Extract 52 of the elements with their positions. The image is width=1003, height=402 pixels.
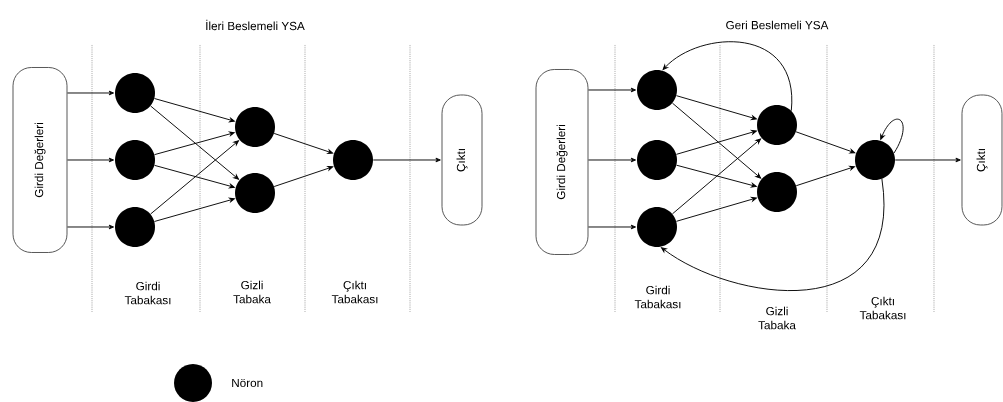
arrow: [154, 197, 235, 222]
input-box: Girdi Değerleri: [12, 67, 68, 253]
arrow: [588, 224, 636, 230]
output-box: Çıktı: [961, 94, 1003, 226]
neuron-circle: [637, 140, 677, 180]
arrow: [67, 90, 115, 96]
arrow: [154, 98, 235, 123]
arrow: [273, 166, 334, 187]
layer-label: Gizli Tabaka: [233, 280, 271, 304]
arrow: [662, 41, 792, 112]
arrow: [880, 118, 904, 154]
neuron-circle: [235, 107, 275, 147]
layer-label: Girdi Tabakası: [124, 281, 171, 305]
input-box: Girdi Değerleri: [535, 69, 589, 255]
legend-text: Nöron: [232, 378, 263, 388]
arrow: [894, 157, 961, 163]
neuron-circle: [637, 207, 677, 247]
arrow: [675, 130, 757, 155]
arrow: [671, 102, 762, 179]
output-box: Çıktı: [441, 94, 483, 226]
arrow: [154, 164, 235, 189]
layer-label: Gizli Tabaka: [758, 306, 796, 330]
neuron-circle: [115, 207, 155, 247]
neuron-circle: [333, 140, 373, 180]
arrow: [150, 140, 239, 215]
layer-label: Çıktı Tabakası: [331, 280, 378, 304]
neuron-circle: [757, 172, 797, 212]
arrow: [795, 131, 856, 154]
arrow: [150, 105, 239, 180]
neuron-circle: [115, 73, 155, 113]
arrow: [67, 157, 115, 163]
arrow: [676, 164, 757, 188]
neuron-circle: [235, 173, 275, 213]
arrow: [675, 197, 757, 222]
arrow: [273, 133, 334, 154]
arrow: [588, 87, 636, 93]
neuron-circle: [115, 140, 155, 180]
neuron-circle: [637, 70, 677, 110]
panel-heading: İleri Beslemeli YSA: [206, 19, 305, 31]
layer-label: Girdi Tabakası: [634, 285, 681, 309]
neuron-circle: [855, 140, 895, 180]
arrow: [795, 165, 856, 187]
panel-heading: Geri Beslemeli YSA: [726, 20, 829, 30]
arrow: [671, 138, 762, 215]
neuron-circle: [757, 105, 797, 145]
arrow: [67, 224, 115, 230]
arrow: [675, 95, 757, 120]
arrow: [661, 178, 885, 291]
arrow: [588, 157, 636, 163]
layer-label: Çıktı Tabakası: [859, 296, 906, 320]
arrow: [154, 131, 235, 156]
arrow: [372, 157, 441, 163]
